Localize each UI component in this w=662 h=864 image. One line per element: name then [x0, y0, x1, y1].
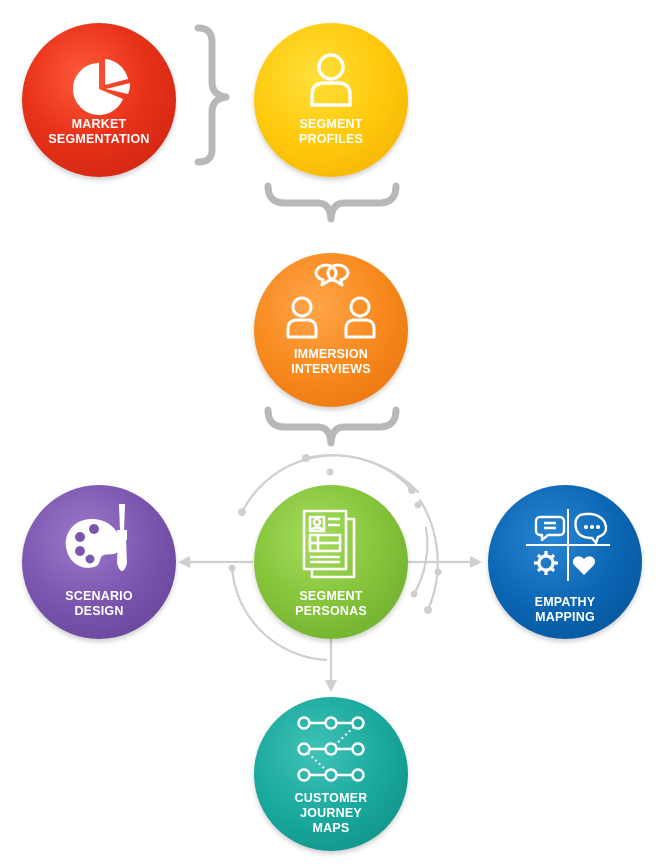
orbit-arc-right — [418, 498, 439, 612]
orbit-arc-top-inner — [304, 454, 420, 494]
brace-profiles-immersion — [264, 182, 400, 223]
node-label: SEGMENT PROFILES — [298, 117, 364, 146]
node-label: EMPATHY MAPPING — [534, 595, 596, 624]
orbit-dot — [228, 564, 236, 572]
orbit-dot — [326, 468, 334, 476]
orbit-dot — [414, 501, 422, 509]
node-label: CUSTOMER JOURNEY MAPS — [294, 791, 368, 835]
brace-market-profiles — [194, 24, 230, 166]
arrowhead-right — [470, 556, 482, 568]
node-market-segmentation: MARKET SEGMENTATION — [22, 23, 176, 177]
arrowhead-down — [325, 680, 337, 692]
person-icon — [310, 53, 352, 107]
pie-chart-icon — [73, 59, 131, 116]
journey-network-icon — [297, 716, 365, 782]
orbit-dot — [408, 486, 416, 494]
node-segment-profiles: SEGMENT PROFILES — [254, 23, 408, 177]
node-immersion-interviews: IMMERSION INTERVIEWS — [254, 253, 408, 407]
persona-document-icon — [302, 509, 356, 579]
empathy-quadrant-icon — [526, 509, 610, 581]
orbit-dot — [424, 606, 432, 614]
orbit-dot — [410, 590, 418, 598]
node-label: SCENARIO DESIGN — [65, 589, 133, 618]
node-customer-journey-maps: CUSTOMER JOURNEY MAPS — [254, 697, 408, 851]
node-label: SEGMENT PERSONAS — [295, 589, 367, 618]
arrowhead-left — [178, 556, 190, 568]
node-scenario-design: SCENARIO DESIGN — [22, 485, 176, 639]
node-segment-personas: SEGMENT PERSONAS — [254, 485, 408, 639]
brace-immersion-personas — [264, 406, 400, 447]
orbit-dot — [434, 568, 442, 576]
node-label: MARKET SEGMENTATION — [48, 117, 150, 146]
conversation-icon — [286, 263, 376, 339]
orbit-dot — [238, 508, 246, 516]
palette-brush-icon — [65, 504, 128, 571]
node-empathy-mapping: EMPATHY MAPPING — [488, 485, 642, 639]
node-label: IMMERSION INTERVIEWS — [291, 347, 371, 376]
orbit-dot — [302, 454, 310, 462]
orbit-arc-bottom-left — [230, 566, 328, 662]
